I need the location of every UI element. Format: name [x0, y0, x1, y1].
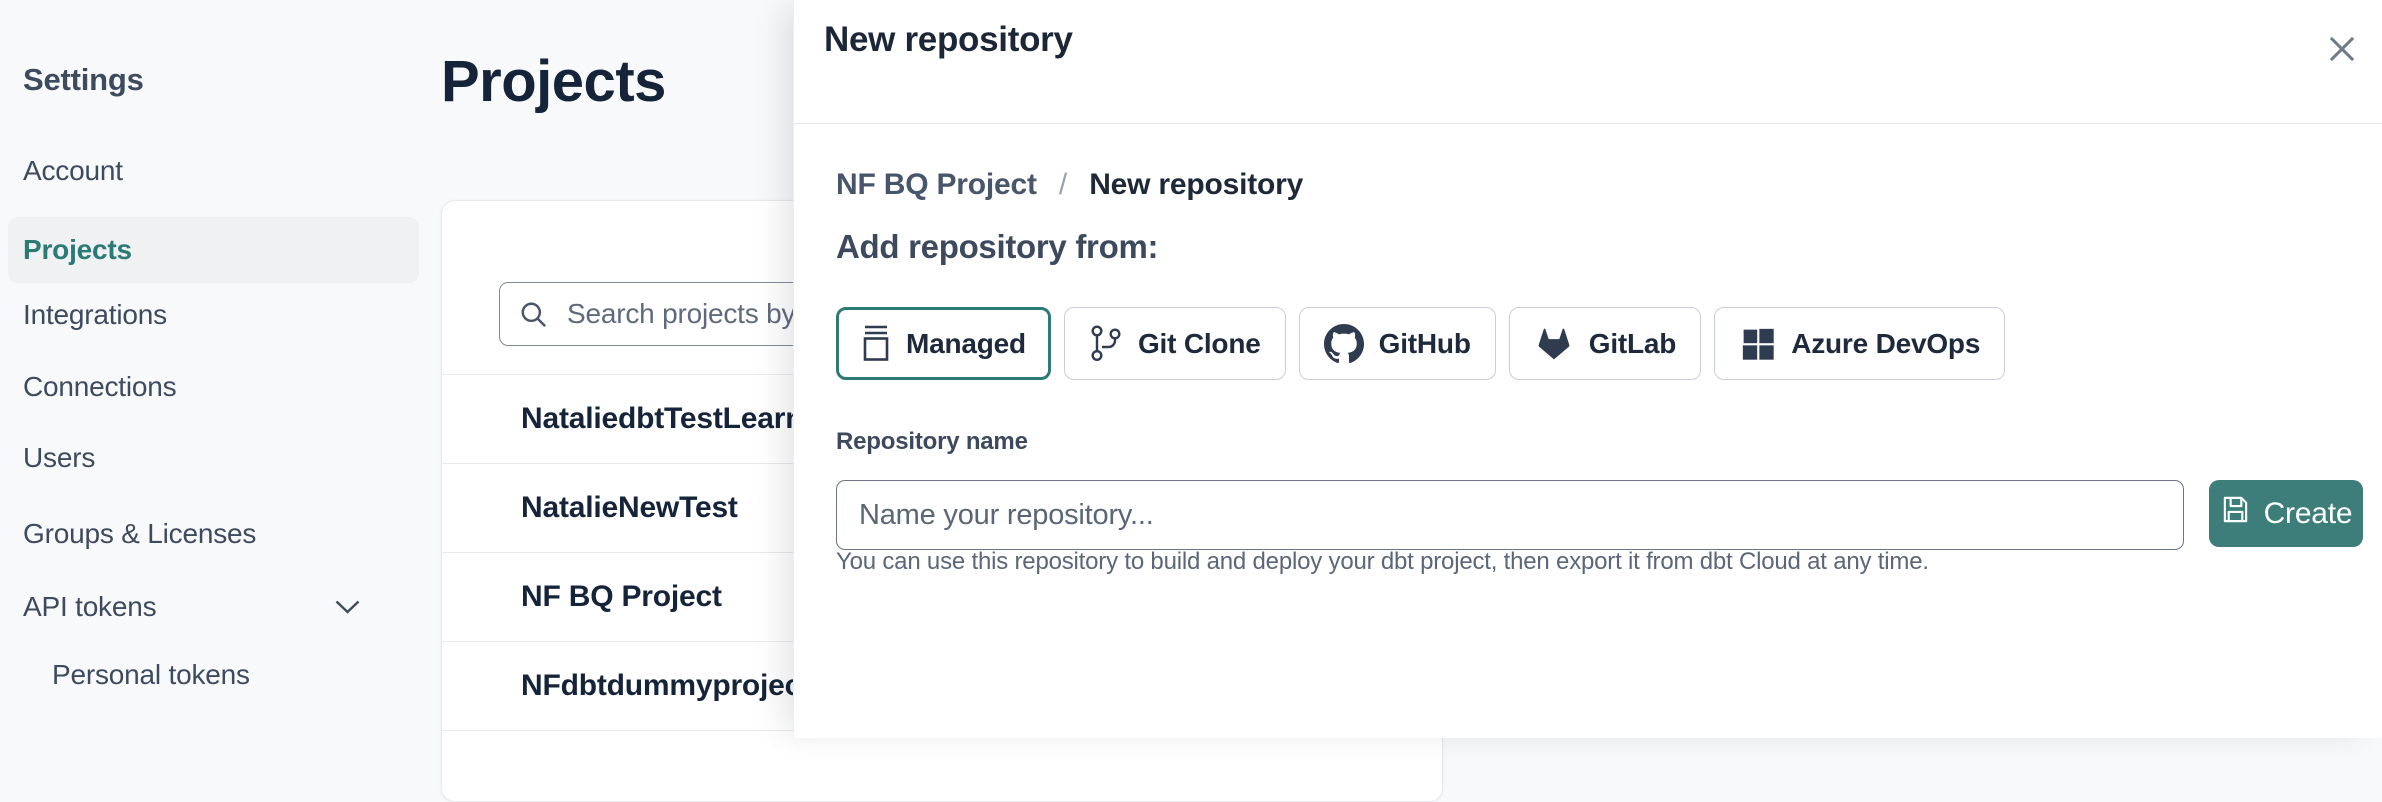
azure-devops-icon: [1743, 328, 1774, 360]
save-icon: [2223, 496, 2247, 523]
new-repository-modal: New repository NF BQ Project / New repos…: [793, 0, 2382, 738]
source-option-managed[interactable]: Managed: [836, 307, 1051, 380]
chevron-down-icon: [335, 600, 360, 614]
sidebar-item-groups-licenses[interactable]: Groups & Licenses: [8, 512, 419, 556]
sidebar-item-label: API tokens: [23, 591, 157, 622]
close-button[interactable]: [2321, 28, 2363, 70]
create-button-label: Create: [2263, 496, 2353, 530]
sidebar-title: Settings: [23, 62, 144, 97]
sidebar-item-label: Groups & Licenses: [23, 518, 257, 549]
source-option-git-clone[interactable]: Git Clone: [1063, 307, 1286, 380]
save-icon-slot: [2220, 494, 2251, 533]
modal-title: New repository: [824, 20, 1073, 59]
source-option-label: Managed: [906, 327, 1026, 359]
sidebar-item-connections[interactable]: Connections: [8, 365, 419, 409]
page-title: Projects: [441, 49, 666, 114]
source-option-label: Git Clone: [1137, 327, 1261, 359]
create-button[interactable]: Create: [2209, 480, 2363, 547]
managed-repo-icon: [863, 325, 889, 361]
breadcrumb-separator: /: [1058, 168, 1068, 201]
repository-name-input[interactable]: [836, 480, 2184, 550]
sidebar-item-projects[interactable]: Projects: [8, 217, 419, 283]
sidebar-item-label: Integrations: [23, 299, 167, 330]
sidebar-item-personal-tokens[interactable]: Personal tokens: [8, 653, 419, 697]
sidebar-item-account[interactable]: Account: [8, 149, 419, 193]
git-branch-icon: [1091, 325, 1121, 362]
source-option-label: GitLab: [1588, 327, 1677, 359]
sidebar-item-label: Account: [23, 155, 123, 186]
sidebar-item-label: Personal tokens: [52, 659, 250, 690]
sidebar-item-label: Connections: [23, 371, 177, 402]
source-option-azure-devops[interactable]: Azure DevOps: [1714, 307, 2006, 380]
github-icon: [1323, 323, 1364, 363]
breadcrumb-project-link[interactable]: NF BQ Project: [836, 168, 1037, 201]
source-option-label: Azure DevOps: [1791, 327, 1981, 359]
sidebar-item-api-tokens[interactable]: API tokens: [8, 585, 419, 629]
gitlab-icon: [1538, 328, 1570, 359]
repository-helper-text: You can use this repository to build and…: [836, 548, 1929, 575]
source-option-gitlab[interactable]: GitLab: [1508, 307, 1702, 380]
sidebar-item-integrations[interactable]: Integrations: [8, 293, 419, 337]
sidebar-item-label: Projects: [23, 234, 132, 265]
sidebar-item-label: Users: [23, 442, 96, 473]
add-repository-heading: Add repository from:: [836, 228, 1159, 265]
close-icon: [2329, 36, 2355, 62]
source-option-label: GitHub: [1378, 327, 1471, 359]
breadcrumb-current: New repository: [1089, 168, 1304, 201]
repository-name-label: Repository name: [836, 428, 1028, 455]
search-icon: [521, 302, 546, 327]
modal-header: New repository: [794, 0, 2382, 124]
repo-source-options: Managed Git Clone GitHub GitLab Azure DevOps: [836, 307, 2006, 380]
breadcrumb: NF BQ Project / New repository: [836, 168, 1303, 202]
sidebar-item-users[interactable]: Users: [8, 436, 419, 480]
source-option-github[interactable]: GitHub: [1298, 307, 1496, 380]
